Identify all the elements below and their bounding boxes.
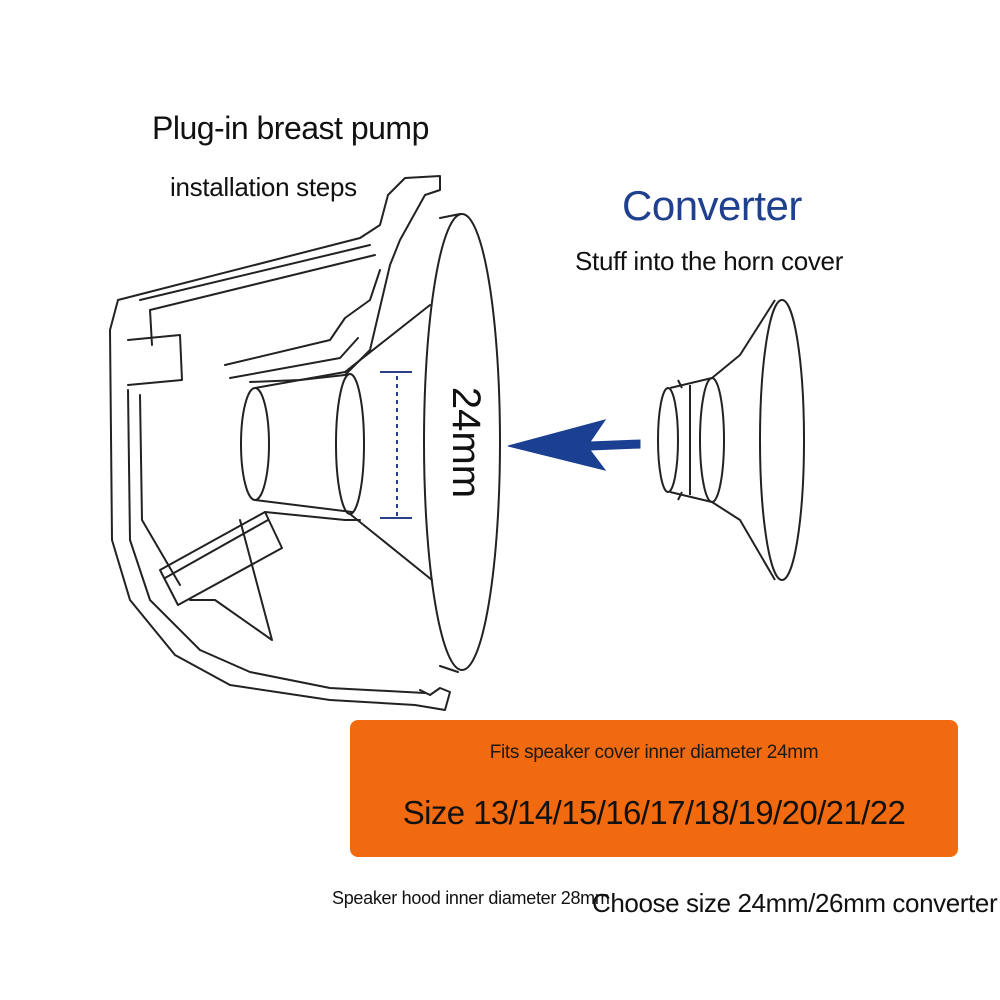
converter-drawing xyxy=(657,299,805,581)
funnel-rim xyxy=(423,213,501,671)
arrow-left-icon xyxy=(507,419,641,471)
dimension-line xyxy=(380,371,412,519)
neck-left-ellipse xyxy=(240,387,270,501)
valve xyxy=(159,511,283,641)
size-banner: Fits speaker cover inner diameter 24mm S… xyxy=(350,720,958,857)
dimension-label: 24mm xyxy=(444,386,489,499)
footer-right-text: Choose size 24mm/26mm converter xyxy=(592,888,998,918)
page-title: Plug-in breast pump xyxy=(152,110,429,146)
banner-fit-text: Fits speaker cover inner diameter 24mm xyxy=(489,742,819,763)
page-subtitle: installation steps xyxy=(170,172,357,202)
converter-title: Converter xyxy=(622,182,802,229)
neck-right-ellipse xyxy=(335,373,365,515)
footer-left-text: Speaker hood inner diameter 28mm xyxy=(332,888,610,908)
pump-body-outline xyxy=(109,175,451,711)
banner-size-text: Size 13/14/15/16/17/18/19/20/21/22 xyxy=(402,794,906,831)
converter-subtitle: Stuff into the horn cover xyxy=(575,246,844,276)
